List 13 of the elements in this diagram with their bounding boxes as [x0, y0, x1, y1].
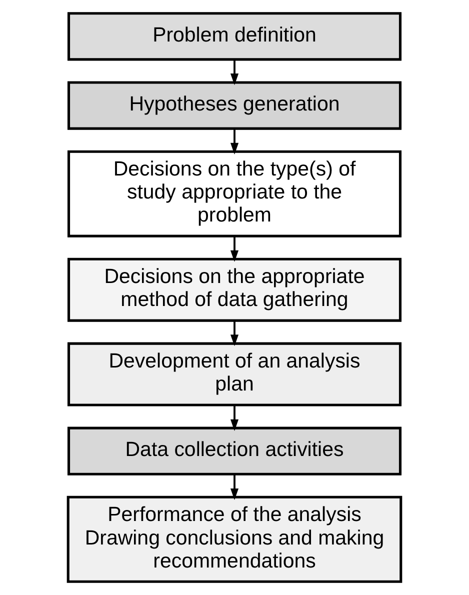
node-box: Development of an analysis plan	[67, 342, 402, 406]
arrow	[230, 236, 239, 262]
node-box: Decisions on the appropriate method of data gathering	[67, 258, 402, 322]
node-box: Decisions on the type(s) of study appropriate to the problem	[67, 150, 402, 238]
arrow	[230, 59, 239, 86]
arrow	[230, 320, 239, 346]
node-box: Data collection activities	[67, 426, 402, 476]
node-box: Hypotheses generation	[67, 81, 402, 130]
arrow	[230, 474, 239, 500]
node-box: Problem definition	[67, 12, 402, 61]
arrow	[230, 128, 239, 154]
node-box: Performance of the analysis Drawing conclusions and making recommendations	[66, 496, 402, 583]
arrow	[230, 405, 239, 431]
